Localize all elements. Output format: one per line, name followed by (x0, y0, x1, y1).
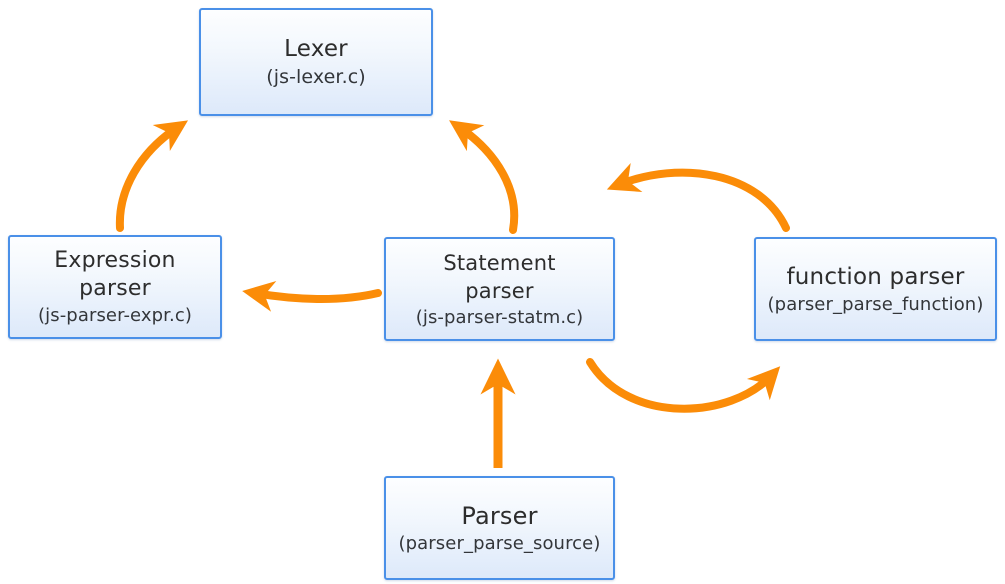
edge-statement-to-expression (242, 280, 382, 312)
node-lexer-subtitle: (js-lexer.c) (266, 66, 366, 88)
edge-statement-to-function (586, 358, 781, 413)
node-expression-parser-title: Expression parser (54, 247, 176, 301)
node-lexer[interactable]: Lexer (js-lexer.c) (199, 8, 433, 116)
node-parser-title: Parser (461, 501, 538, 530)
node-statement-parser-subtitle: (js-parser-statm.c) (415, 306, 584, 328)
node-statement-parser[interactable]: Statement parser (js-parser-statm.c) (384, 237, 615, 341)
node-expression-parser-subtitle: (js-parser-expr.c) (38, 304, 192, 326)
node-statement-parser-title: Statement parser (443, 250, 556, 303)
node-function-parser[interactable]: function parser (parser_parse_function) (754, 237, 997, 341)
edge-function-to-statement (606, 163, 790, 232)
node-parser[interactable]: Parser (parser_parse_source) (384, 476, 615, 580)
node-function-parser-title: function parser (786, 263, 965, 290)
node-function-parser-subtitle: (parser_parse_function) (767, 293, 984, 315)
node-lexer-title: Lexer (284, 36, 348, 62)
node-parser-subtitle: (parser_parse_source) (398, 532, 601, 554)
edge-expression-to-lexer (115, 120, 189, 232)
node-expression-parser[interactable]: Expression parser (js-parser-expr.c) (8, 235, 222, 339)
edge-statement-to-lexer (449, 120, 519, 234)
